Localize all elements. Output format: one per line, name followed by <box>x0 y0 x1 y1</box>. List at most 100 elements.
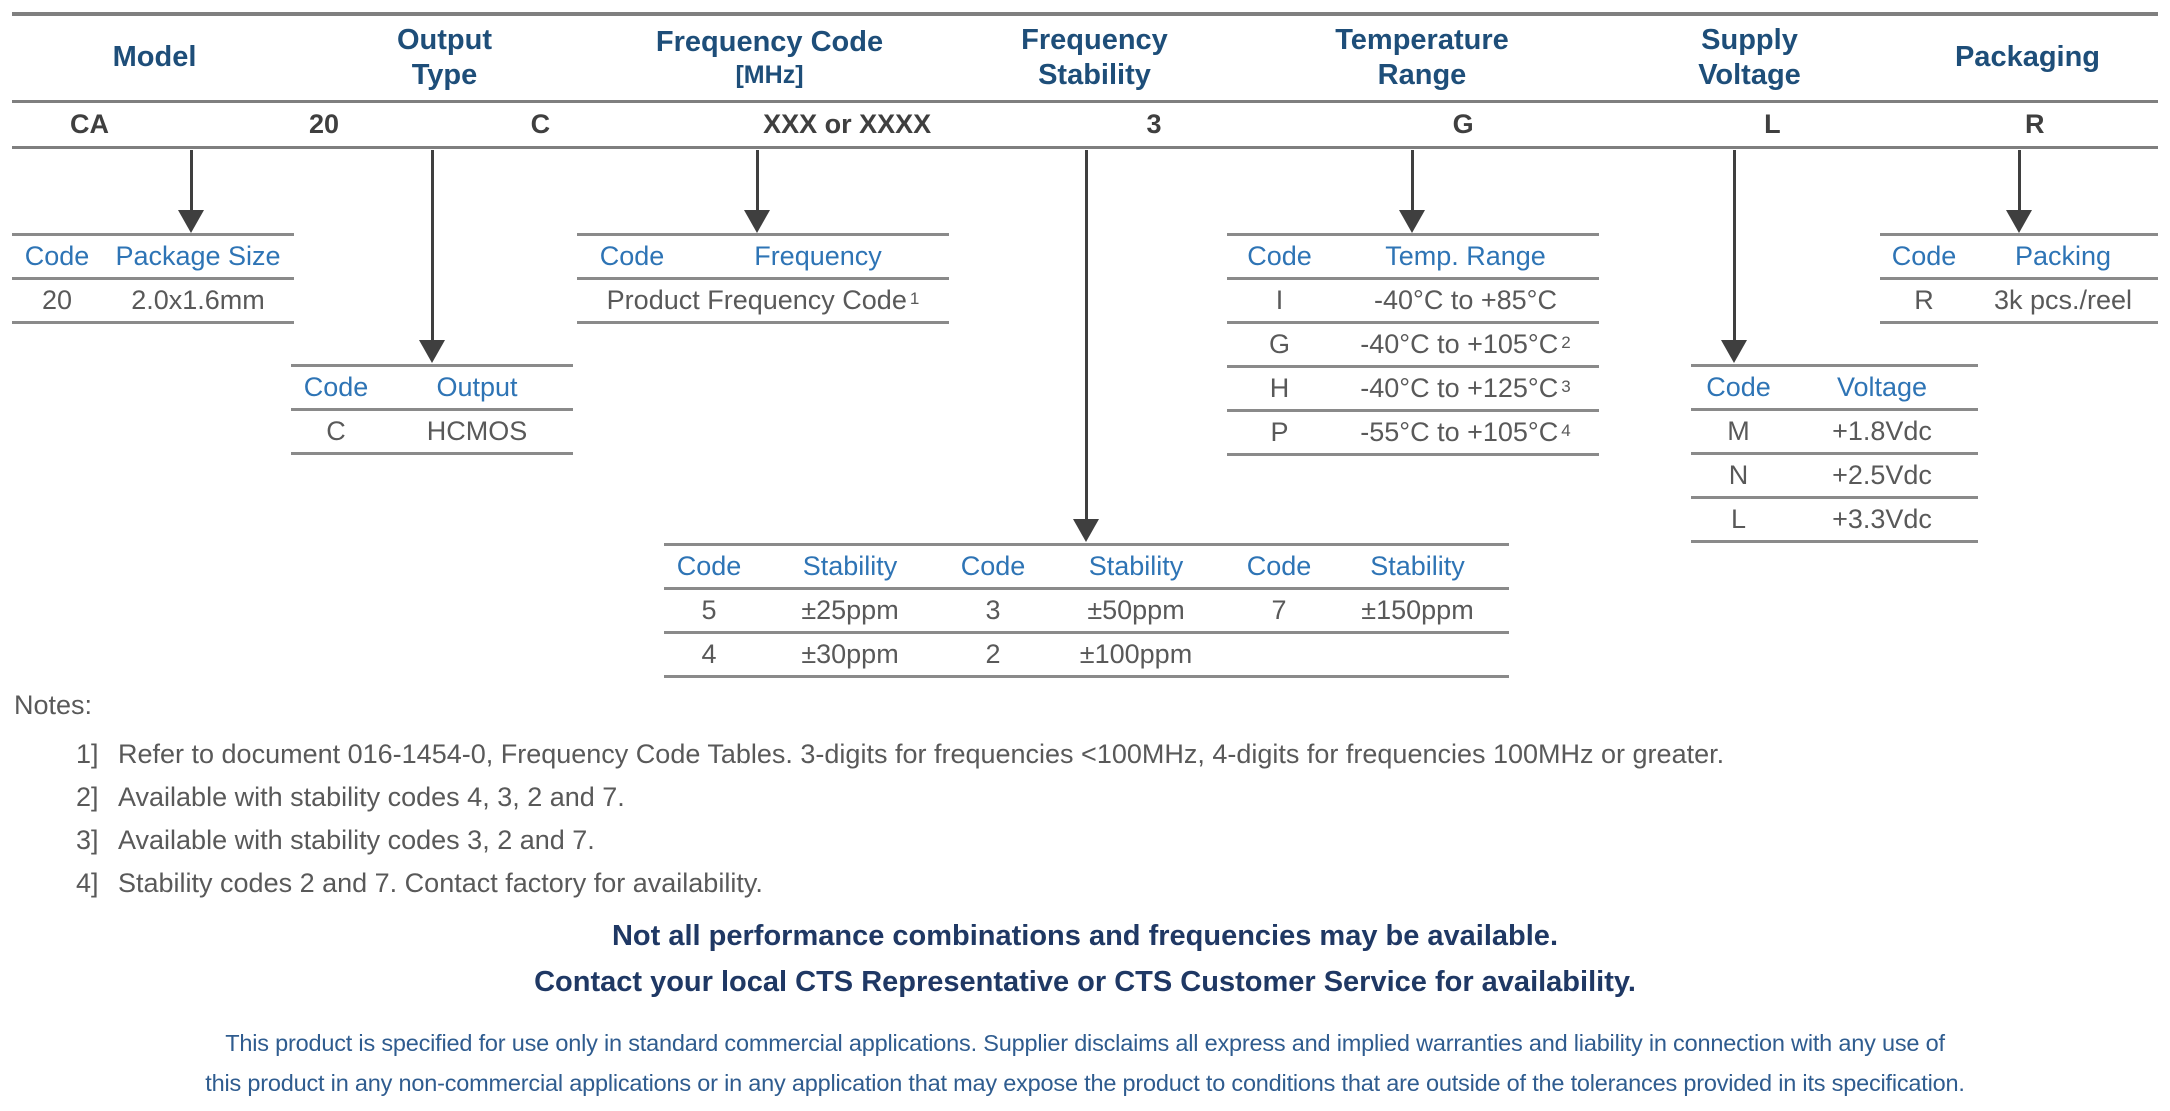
table-row: 20 2.0x1.6mm <box>12 280 294 324</box>
frequency-code-table: Code Frequency Product Frequency Code 1 <box>577 233 949 324</box>
notes-title: Notes: <box>14 690 93 720</box>
column-header: Frequency <box>754 241 882 271</box>
stability-code-table: Code Stability Code Stability Code Stabi… <box>664 543 1509 678</box>
note-reference: 3 <box>1561 376 1571 396</box>
column-header-model: Model <box>12 16 297 100</box>
disclaimer-line2: this product in any non-commercial appli… <box>205 1070 1965 1096</box>
table-row: Product Frequency Code 1 <box>577 280 949 324</box>
disclaimer-line1: This product is specified for use only i… <box>225 1030 1945 1056</box>
column-header-output-type: Output Type <box>297 16 592 100</box>
column-header: Voltage <box>1836 372 1928 402</box>
table-row: 5 ±25ppm 3 ±50ppm 7 ±150ppm <box>664 590 1509 634</box>
arrow-voltage-line <box>1733 150 1736 342</box>
note-reference: 1 <box>909 288 920 308</box>
header-freq-code-line2: [MHz] <box>735 61 804 90</box>
table-header-row: Code Voltage <box>1691 367 1978 411</box>
column-header: Code <box>1891 241 1957 271</box>
column-header-temperature-range: Temperature Range <box>1242 16 1602 100</box>
note-item-4: 4] Stability codes 2 and 7. Contact fact… <box>76 868 763 898</box>
commercial-use-disclaimer: This product is specified for use only i… <box>0 1030 2170 1097</box>
code-model-size: 20 <box>309 109 340 139</box>
table-row: G -40°C to +105°C 2 <box>1227 324 1599 368</box>
notes-section: Notes: 1] Refer to document 016-1454-0, … <box>14 690 1724 905</box>
column-header: Code <box>1706 372 1771 402</box>
availability-line1: Not all performance combinations and fre… <box>611 920 1558 952</box>
note-item-3: 3] Available with stability codes 3, 2 a… <box>76 825 595 855</box>
arrow-output-line <box>431 150 434 342</box>
code-model-prefix: CA <box>70 109 109 139</box>
availability-notice: Not all performance combinations and fre… <box>0 920 2170 999</box>
model-code-table: Code Package Size 20 2.0x1.6mm <box>12 233 294 324</box>
header-voltage-line1: Supply <box>1701 23 1798 56</box>
temperature-range-table: Code Temp. Range I -40°C to +85°C G -40°… <box>1227 233 1599 456</box>
column-header: Stability <box>1370 551 1465 581</box>
header-stability-line1: Frequency <box>1021 23 1168 56</box>
table-row: I -40°C to +85°C <box>1227 280 1599 324</box>
table-header-row: Code Output <box>291 367 573 411</box>
table-header-row: Code Temp. Range <box>1227 236 1599 280</box>
column-header: Code <box>1247 241 1312 271</box>
availability-line2: Contact your local CTS Representative or… <box>534 966 1636 998</box>
header-packaging-line1: Packaging <box>1954 41 2101 74</box>
code-cell-voltage: L <box>1764 109 1781 139</box>
header-freq-code-line1: Frequency Code <box>655 26 884 59</box>
column-header: Code <box>1246 551 1312 581</box>
column-header: Code <box>24 241 90 271</box>
arrow-down-icon <box>419 340 445 363</box>
arrow-stability-line <box>1085 150 1088 521</box>
code-cell-frequency: XXX or XXXX <box>763 109 932 139</box>
header-voltage-line2: Voltage <box>1698 59 1801 91</box>
note-reference: 4 <box>1561 420 1571 440</box>
column-header: Package Size <box>115 241 281 271</box>
code-cell-stability: 3 <box>1146 109 1162 139</box>
arrow-down-icon <box>1721 340 1747 363</box>
table-row: L +3.3Vdc <box>1691 499 1978 543</box>
table-row: C HCMOS <box>291 411 573 455</box>
column-header: Packing <box>2014 241 2112 271</box>
column-header: Stability <box>1088 551 1184 581</box>
table-row: R 3k pcs./reel <box>1880 280 2158 324</box>
note-item-1: 1] Refer to document 016-1454-0, Frequen… <box>76 739 1725 769</box>
table-row: M +1.8Vdc <box>1691 411 1978 455</box>
table-row: H -40°C to +125°C 3 <box>1227 368 1599 412</box>
column-header-supply-voltage: Supply Voltage <box>1602 16 1897 100</box>
frequency-code-value: Product Frequency Code 1 <box>606 285 920 315</box>
part-number-table: Model Output Type Frequency Code [MHz] F… <box>12 12 2158 149</box>
column-header: Temp. Range <box>1385 241 1546 271</box>
code-cell-packaging: R <box>2025 109 2045 139</box>
output-code-table: Code Output C HCMOS <box>291 364 573 455</box>
table-row: 4 ±30ppm 2 ±100ppm <box>664 634 1509 678</box>
arrow-frequency-line <box>756 150 759 212</box>
arrow-down-icon <box>1399 210 1425 233</box>
header-model-line1: Model <box>112 41 197 74</box>
note-item-2: 2] Available with stability codes 4, 3, … <box>76 782 625 812</box>
part-number-header-row: Model Output Type Frequency Code [MHz] F… <box>12 16 2158 103</box>
header-temp-line2: Range <box>1377 59 1467 91</box>
header-temp-line1: Temperature <box>1335 23 1509 56</box>
column-header: Code <box>303 372 369 402</box>
table-header-row: Code Stability Code Stability Code Stabi… <box>664 546 1509 590</box>
arrow-down-icon <box>1073 519 1099 542</box>
table-header-row: Code Packing <box>1880 236 2158 280</box>
voltage-code-table: Code Voltage M +1.8Vdc N +2.5Vdc L +3.3V… <box>1691 364 1978 543</box>
code-cell-temperature: G <box>1452 109 1474 139</box>
note-reference: 2 <box>1561 332 1571 352</box>
code-cell-model: CA 20 <box>12 103 401 146</box>
column-header: Code <box>676 551 742 581</box>
arrow-down-icon <box>744 210 770 233</box>
arrow-temperature-line <box>1411 150 1414 212</box>
column-header-frequency-stability: Frequency Stability <box>947 16 1242 100</box>
column-header-frequency-code: Frequency Code [MHz] <box>592 16 947 100</box>
arrow-down-icon <box>2006 210 2032 233</box>
header-output-line2: Type <box>411 59 478 91</box>
packaging-code-table: Code Packing R 3k pcs./reel <box>1880 233 2158 324</box>
table-header-row: Code Package Size <box>12 236 294 280</box>
arrow-packaging-line <box>2018 150 2021 212</box>
table-row: P -55°C to +105°C 4 <box>1227 412 1599 456</box>
table-header-row: Code Frequency <box>577 236 949 280</box>
column-header: Output <box>436 372 518 402</box>
column-header: Code <box>960 551 1026 581</box>
column-header: Code <box>599 241 665 271</box>
header-output-line1: Output <box>396 23 492 56</box>
code-cell-output: C <box>530 109 551 139</box>
